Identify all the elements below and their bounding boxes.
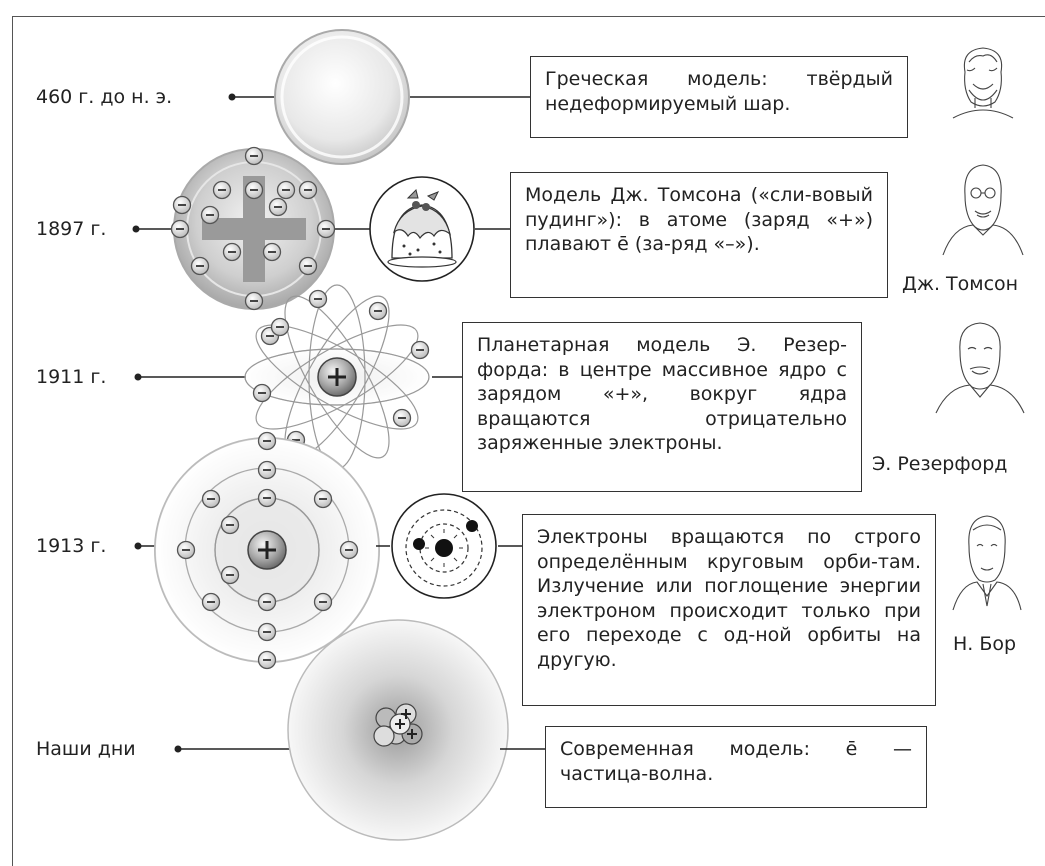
row-greek — [228, 29, 530, 165]
electron-icon — [313, 489, 333, 509]
electron-icon — [257, 488, 277, 508]
scientist-name-thomson: Дж. Томсон — [902, 273, 1019, 295]
row-thomson — [132, 146, 510, 311]
description-rutherford: Планетарная модель Э. Резер-форда: в цен… — [462, 322, 862, 492]
electron-icon — [201, 489, 221, 509]
electron-icon — [212, 180, 232, 200]
rutherford-nucleus — [317, 357, 357, 397]
electron-icon — [220, 515, 240, 535]
description-bohr: Электроны вращаются по строго определённ… — [522, 514, 936, 706]
electron-icon — [316, 219, 336, 239]
electron-icon — [170, 219, 190, 239]
portrait-greek — [952, 47, 1014, 119]
electron-icon — [313, 592, 333, 612]
electron-icon — [257, 431, 277, 451]
portrait-thomson — [942, 164, 1024, 256]
year-label-modern: Наши дни — [36, 738, 136, 760]
electron-icon — [190, 256, 210, 276]
row-bohr — [134, 431, 522, 670]
electron-icon — [298, 256, 318, 276]
portrait-bohr — [952, 515, 1022, 611]
scientist-name-rutherford: Э. Резерфорд — [872, 453, 1008, 475]
bohr-orbit-icon — [391, 493, 497, 599]
electron-icon — [244, 146, 264, 166]
electron-icon — [172, 195, 192, 215]
bohr-nucleus — [247, 530, 287, 570]
electron-icon — [201, 592, 221, 612]
modern-nucleus — [373, 703, 423, 747]
electron-icon — [308, 289, 328, 309]
year-label-greek: 460 г. до н. э. — [36, 86, 173, 108]
electron-icon — [392, 408, 412, 428]
row-rutherford — [134, 284, 462, 470]
row-modern — [174, 619, 545, 841]
greek-solid-sphere — [274, 29, 410, 165]
description-greek: Греческая модель: твёрдый недеформируемы… — [530, 56, 908, 138]
electron-icon — [268, 197, 288, 217]
figure-frame — [12, 16, 1045, 866]
electron-icon — [298, 180, 318, 200]
year-label-rutherford: 1911 г. — [36, 366, 107, 388]
electron-icon — [339, 540, 359, 560]
electron-icon — [410, 340, 430, 360]
plum-pudding-icon — [369, 176, 475, 282]
electron-icon — [270, 317, 290, 337]
electron-icon — [176, 540, 196, 560]
electron-icon — [276, 180, 296, 200]
year-label-thomson: 1897 г. — [36, 218, 107, 240]
electron-icon — [200, 205, 220, 225]
electron-icon — [262, 242, 282, 262]
electron-icon — [244, 291, 264, 311]
electron-icon — [257, 592, 277, 612]
year-label-bohr: 1913 г. — [36, 535, 107, 557]
electron-icon — [222, 242, 242, 262]
electron-icon — [244, 180, 264, 200]
scientist-name-bohr: Н. Бор — [953, 633, 1017, 655]
description-thomson: Модель Дж. Томсона («сли-вовый пудинг»):… — [510, 172, 888, 298]
electron-icon — [257, 650, 277, 670]
electron-icon — [257, 460, 277, 480]
electron-icon — [368, 301, 388, 321]
electron-icon — [257, 622, 277, 642]
electron-icon — [252, 383, 272, 403]
description-modern: Современная модель: ē — частица-волна. — [545, 726, 927, 808]
portrait-rutherford — [935, 322, 1025, 414]
electron-icon — [220, 565, 240, 585]
